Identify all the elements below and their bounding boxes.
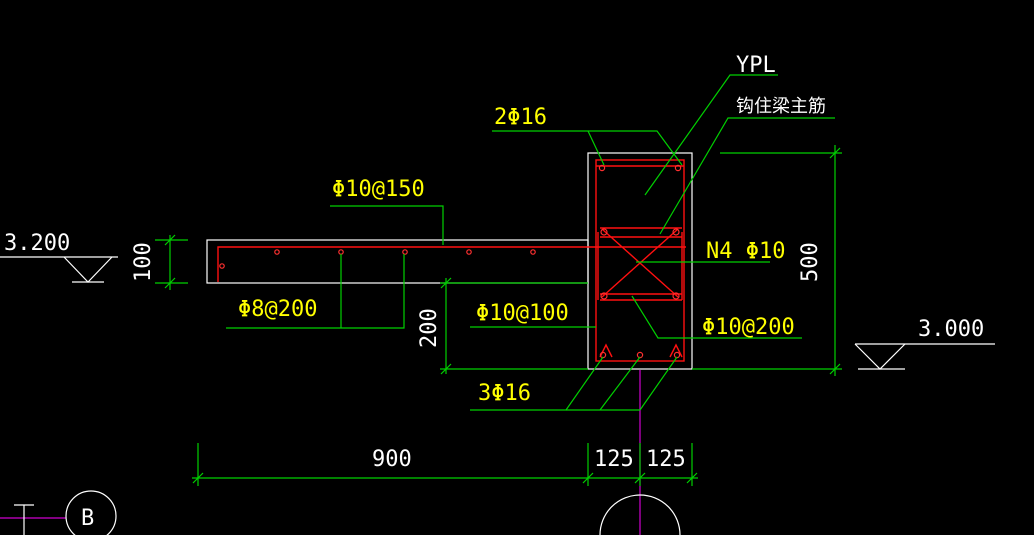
dim-125-left: 125 <box>594 447 634 472</box>
label-stirrup-n4: N4 Φ10 <box>706 239 785 264</box>
label-stirrup-100: Φ10@100 <box>476 301 569 326</box>
dim-200: 200 <box>417 308 442 348</box>
label-elev-left: 3.200 <box>4 231 70 256</box>
dim-500: 500 <box>798 242 823 282</box>
label-ypl: YPL <box>736 53 776 78</box>
label-elev-right: 3.000 <box>918 317 984 342</box>
label-slab-bottom: Φ8@200 <box>238 297 317 322</box>
dim-900: 900 <box>372 447 412 472</box>
label-top-bars: 2Φ16 <box>494 105 547 130</box>
dimensions <box>155 145 842 486</box>
dim-100: 100 <box>131 242 156 282</box>
leader-lines <box>226 74 835 411</box>
grid-lines <box>0 370 641 535</box>
concrete-outline <box>206 152 693 370</box>
label-bottom-bars: 3Φ16 <box>478 381 531 406</box>
grid-bubble-b <box>14 490 681 535</box>
rebar-dots <box>219 164 682 359</box>
dim-125-right: 125 <box>646 447 686 472</box>
elevation-marks <box>0 256 995 370</box>
rebar <box>217 159 686 362</box>
label-slab-top: Φ10@150 <box>332 177 425 202</box>
label-anchor-note: 钩住梁主筋 <box>736 96 826 117</box>
label-stirrup-200: Φ10@200 <box>702 315 795 340</box>
grid-label-b: B <box>81 506 94 531</box>
